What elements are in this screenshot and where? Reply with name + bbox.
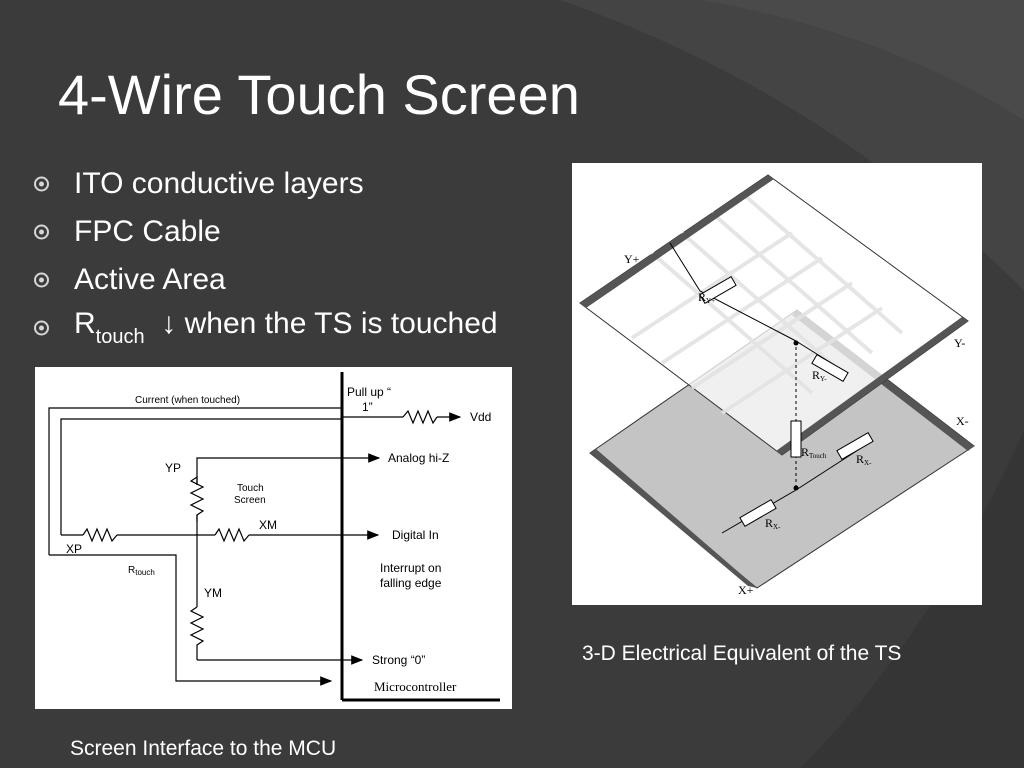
ym-label: YM xyxy=(204,586,222,600)
bullet-icon xyxy=(34,176,49,192)
bullet-item: Rtouch ↓ when the TS is touched xyxy=(34,304,498,352)
rtouch-suffix: ↓ when the TS is touched xyxy=(144,307,498,340)
circuit-diagram-panel: Current (when touched) Pull up “ 1” Vdd … xyxy=(35,367,512,709)
xm-label: XM xyxy=(259,518,277,532)
bullet-item: ITO conductive layers xyxy=(34,160,498,208)
bullet-item: FPC Cable xyxy=(34,208,498,256)
circuit-diagram: Current (when touched) Pull up “ 1” Vdd … xyxy=(48,372,500,702)
r-yminus-label: RY- xyxy=(812,368,827,383)
x-plus-label: X+ xyxy=(738,583,754,597)
interrupt-label-2: falling edge xyxy=(380,576,442,590)
r-xminus-label: RX- xyxy=(856,452,872,467)
analog-label: Analog hi-Z xyxy=(388,451,449,465)
r-yplus-label: RY+ xyxy=(698,290,715,305)
y-minus-label: Y- xyxy=(954,336,965,350)
3d-diagram-panel: Y+ Y- X- X+ RY+ RY- RTouch RX- RX- xyxy=(572,163,982,605)
rtouch-prefix: R xyxy=(74,307,96,340)
touch-label-2: Screen xyxy=(234,495,266,506)
bullet-icon xyxy=(34,320,49,336)
strong-label: Strong “0” xyxy=(372,653,425,667)
digital-label: Digital In xyxy=(392,528,439,542)
mcu-label: Microcontroller xyxy=(374,679,457,694)
yp-label: YP xyxy=(165,461,181,475)
r-xminus2-label: RX- xyxy=(765,516,781,531)
touch-label-1: Touch xyxy=(237,483,264,494)
interrupt-label-1: Interrupt on xyxy=(380,561,441,575)
vdd-label: Vdd xyxy=(470,410,491,424)
bullet-text: ITO conductive layers xyxy=(74,167,364,200)
rtouch-label: Rtouch xyxy=(128,565,155,577)
bullet-item: Active Area xyxy=(34,256,498,304)
circuit-caption: Screen Interface to the MCU xyxy=(70,737,337,760)
bullet-list: ITO conductive layers FPC Cable Active A… xyxy=(34,160,498,352)
3d-diagram: Y+ Y- X- X+ RY+ RY- RTouch RX- RX- xyxy=(579,174,975,597)
x-minus-label: X- xyxy=(956,414,969,428)
3d-diagram-caption: 3-D Electrical Equivalent of the TS xyxy=(582,642,902,665)
bullet-icon xyxy=(34,224,49,240)
current-label: Current (when touched) xyxy=(135,395,240,406)
pullup-label-1: Pull up “ xyxy=(347,385,391,399)
rtouch-subscript: touch xyxy=(95,326,145,348)
bullet-icon xyxy=(34,272,49,288)
bullet-text: Rtouch ↓ when the TS is touched xyxy=(74,307,498,349)
xp-label: XP xyxy=(66,542,82,556)
bullet-text: FPC Cable xyxy=(74,215,221,248)
pullup-label-2: 1” xyxy=(362,400,373,414)
y-plus-label: Y+ xyxy=(624,252,640,266)
r-touch-label: RTouch xyxy=(801,445,827,460)
slide-title: 4-Wire Touch Screen xyxy=(58,63,580,126)
bullet-text: Active Area xyxy=(74,263,226,296)
